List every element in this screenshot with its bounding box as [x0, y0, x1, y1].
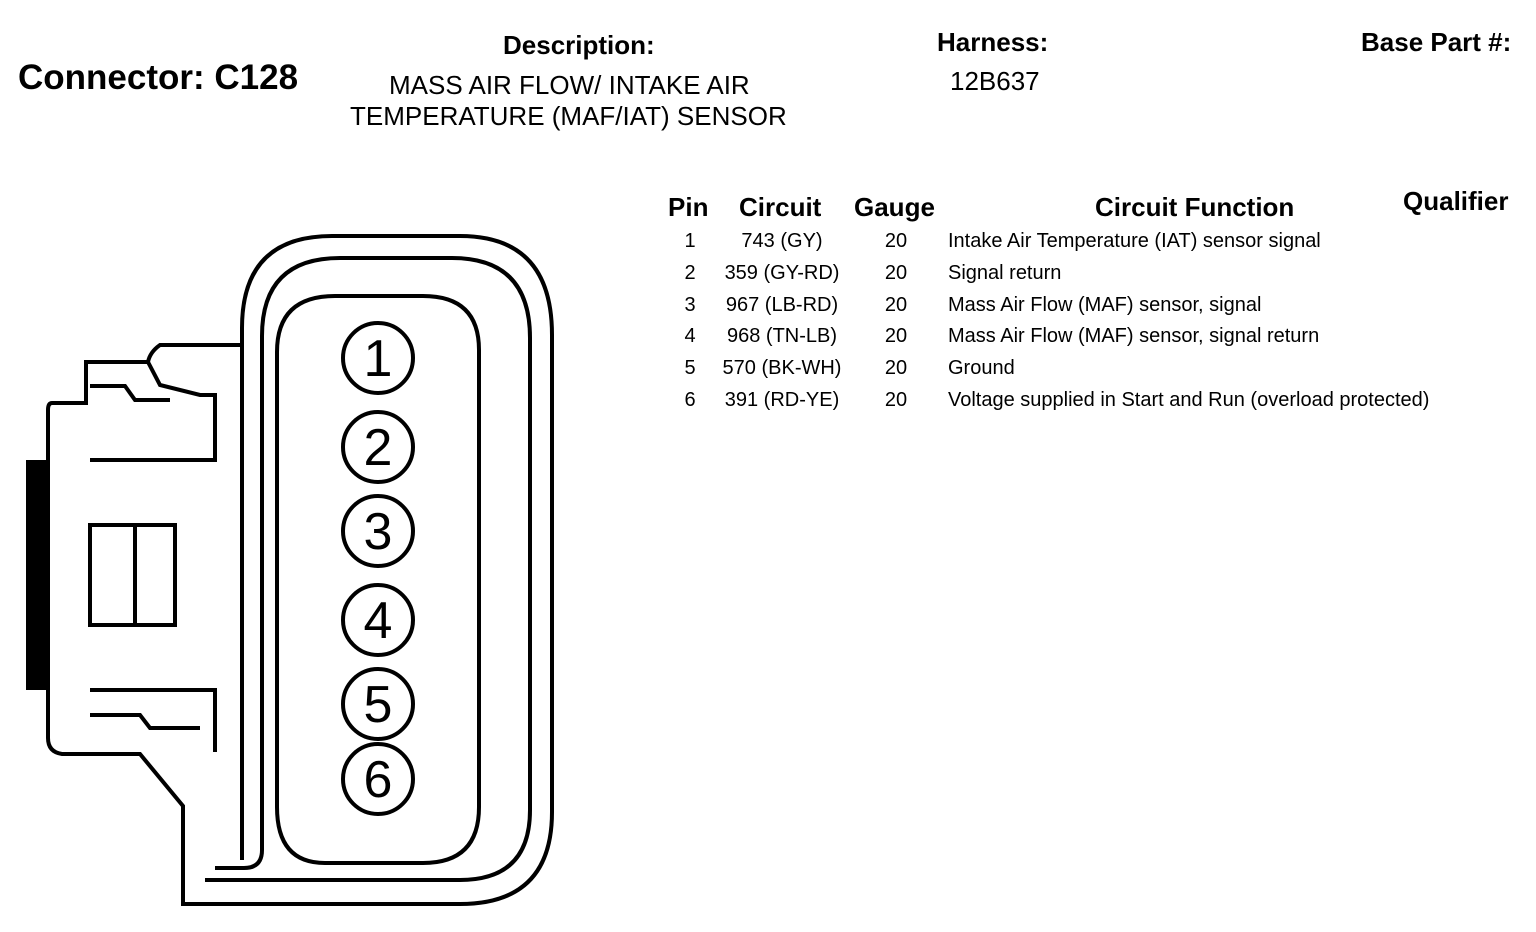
function-cell: Intake Air Temperature (IAT) sensor sign… — [948, 230, 1321, 252]
pin-cell: 4 — [684, 325, 696, 348]
pin-1-label: 1 — [364, 330, 393, 388]
table-row: 5 570 (BK-WH) 20 Ground — [660, 355, 1530, 387]
gauge-cell: 20 — [884, 388, 908, 411]
pin-2-label: 2 — [364, 419, 393, 477]
harness-value: 12B637 — [950, 66, 1040, 96]
pin-4-label: 4 — [364, 592, 393, 650]
description-line-1: MASS AIR FLOW/ INTAKE AIR — [389, 70, 750, 100]
table-row: 4 968 (TN-LB) 20 Mass Air Flow (MAF) sen… — [660, 323, 1530, 355]
pin-5-label: 5 — [364, 676, 393, 734]
gauge-cell: 20 — [884, 261, 908, 284]
pin-3-label: 3 — [364, 503, 393, 561]
base-part-heading: Base Part #: — [1361, 27, 1512, 57]
pin-cell: 6 — [684, 388, 696, 411]
pin-6-label: 6 — [364, 751, 393, 809]
pinout-table: 1 743 (GY) 20 Intake Air Temperature (IA… — [660, 228, 1530, 419]
column-header-circuit-function: Circuit Function — [1095, 192, 1295, 222]
pin-1-circle — [341, 321, 415, 395]
gauge-cell: 20 — [884, 293, 908, 316]
pin-cell: 3 — [684, 293, 696, 316]
column-header-qualifier: Qualifier — [1403, 186, 1509, 216]
column-header-pin: Pin — [668, 192, 709, 222]
column-header-gauge: Gauge — [854, 192, 935, 222]
circuit-cell: 967 (LB-RD) — [725, 293, 839, 316]
harness-heading: Harness: — [937, 27, 1049, 57]
function-cell: Signal return — [948, 261, 1062, 284]
function-cell: Voltage supplied in Start and Run (overl… — [948, 388, 1430, 411]
circuit-cell: 359 (GY-RD) — [724, 261, 840, 284]
pin-6-circle — [341, 742, 415, 816]
connector-face-diagram: 1 2 3 4 5 6 — [26, 234, 554, 906]
description-line-2: TEMPERATURE (MAF/IAT) SENSOR — [350, 101, 787, 131]
circuit-cell: 968 (TN-LB) — [726, 325, 838, 348]
connector-title: Connector: C128 — [18, 58, 299, 97]
function-cell: Mass Air Flow (MAF) sensor, signal — [948, 293, 1262, 316]
pin-5-circle — [341, 667, 415, 741]
gauge-cell: 20 — [884, 357, 908, 380]
column-header-circuit: Circuit — [739, 192, 822, 222]
circuit-cell: 743 (GY) — [741, 230, 823, 252]
pin-cell: 2 — [684, 261, 696, 284]
pin-4-circle — [341, 583, 415, 657]
pin-cell: 1 — [684, 230, 696, 252]
pin-2-circle — [341, 410, 415, 484]
connector-housing — [46, 234, 554, 906]
table-row: 6 391 (RD-YE) 20 Voltage supplied in Sta… — [660, 387, 1530, 419]
pin-3-circle — [341, 494, 415, 568]
pin-cell: 5 — [684, 357, 696, 380]
circuit-cell: 391 (RD-YE) — [724, 388, 840, 411]
connector-lock-bar — [26, 460, 48, 690]
table-row: 1 743 (GY) 20 Intake Air Temperature (IA… — [660, 228, 1530, 260]
gauge-cell: 20 — [884, 325, 908, 348]
gauge-cell: 20 — [884, 230, 908, 252]
function-cell: Mass Air Flow (MAF) sensor, signal retur… — [948, 325, 1320, 348]
table-row: 3 967 (LB-RD) 20 Mass Air Flow (MAF) sen… — [660, 292, 1530, 324]
description-heading: Description: — [503, 30, 655, 60]
function-cell: Ground — [948, 357, 1015, 380]
circuit-cell: 570 (BK-WH) — [722, 357, 842, 380]
table-row: 2 359 (GY-RD) 20 Signal return — [660, 260, 1530, 292]
